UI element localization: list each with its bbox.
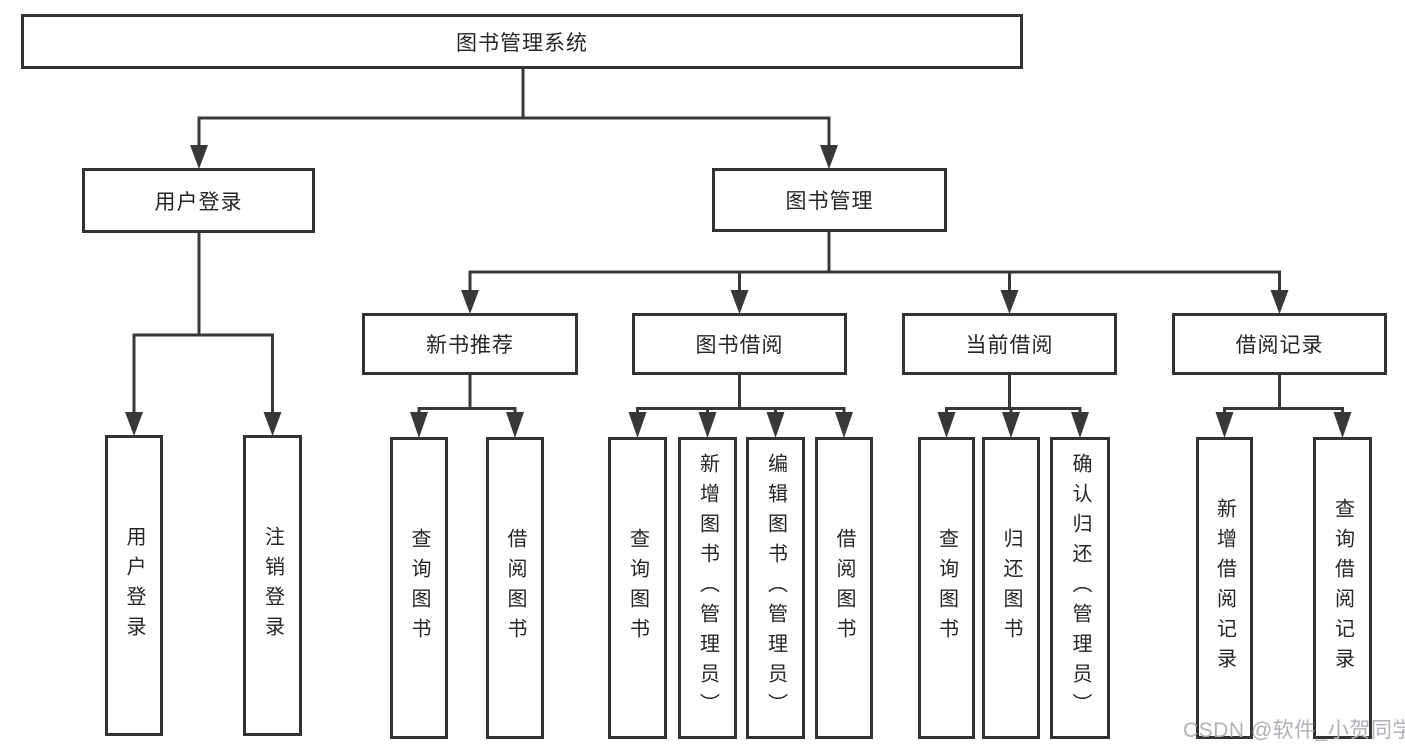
leaf-query-books-2-label: 查询图书 [626,528,649,648]
leaf-query-books-3-label: 查询图书 [935,528,958,648]
leaf-borrow-books-1-label: 借阅图书 [504,528,526,648]
node-root: 图书管理系统 [21,14,1023,69]
node-book-borrowing-label: 图书借阅 [695,334,784,357]
node-borrowing-records: 借阅记录 [1172,313,1387,375]
leaf-confirm-return-admin-label: 确认归还（管理员） [1069,453,1091,723]
leaf-query-books-1: 查询图书 [390,437,448,739]
leaf-query-books-2: 查询图书 [608,437,667,739]
node-root-label: 图书管理系统 [456,31,588,55]
leaf-confirm-return-admin: 确认归还（管理员） [1050,437,1110,739]
leaf-add-books-admin-label: 新增图书（管理员） [696,453,719,723]
leaf-user-login: 用户登录 [105,435,163,736]
leaf-add-borrow-record-label: 新增借阅记录 [1213,498,1236,678]
node-new-book-recommend-label: 新书推荐 [426,334,514,357]
node-current-borrowing: 当前借阅 [902,313,1117,375]
leaf-query-borrow-record-label: 查询借阅记录 [1331,498,1354,678]
node-borrowing-records-label: 借阅记录 [1235,334,1324,357]
leaf-borrow-books-1: 借阅图书 [486,437,544,739]
leaf-borrow-books-2: 借阅图书 [815,437,873,739]
leaf-return-books: 归还图书 [982,437,1040,739]
node-user-login: 用户登录 [82,168,315,233]
leaf-user-login-label: 用户登录 [123,525,145,646]
csdn-watermark: CSDN @软件_小贺同学 [1183,719,1405,742]
leaf-edit-books-admin: 编辑图书（管理员） [746,437,805,739]
leaf-logout: 注销登录 [243,435,302,736]
leaf-add-books-admin: 新增图书（管理员） [678,437,737,739]
node-current-borrowing-label: 当前借阅 [965,334,1054,357]
node-book-management: 图书管理 [712,168,947,232]
node-book-management-label: 图书管理 [785,190,874,213]
leaf-borrow-books-2-label: 借阅图书 [833,528,855,648]
node-new-book-recommend: 新书推荐 [362,313,578,375]
leaf-add-borrow-record: 新增借阅记录 [1196,437,1253,739]
leaf-query-books-3: 查询图书 [918,437,975,739]
leaf-logout-label: 注销登录 [261,525,284,646]
node-user-login-label: 用户登录 [154,190,243,214]
leaf-return-books-label: 归还图书 [1000,528,1022,648]
leaf-edit-books-admin-label: 编辑图书（管理员） [764,453,787,723]
leaf-query-borrow-record: 查询借阅记录 [1313,437,1372,739]
leaf-query-books-1-label: 查询图书 [408,528,430,648]
node-book-borrowing: 图书借阅 [632,313,847,375]
